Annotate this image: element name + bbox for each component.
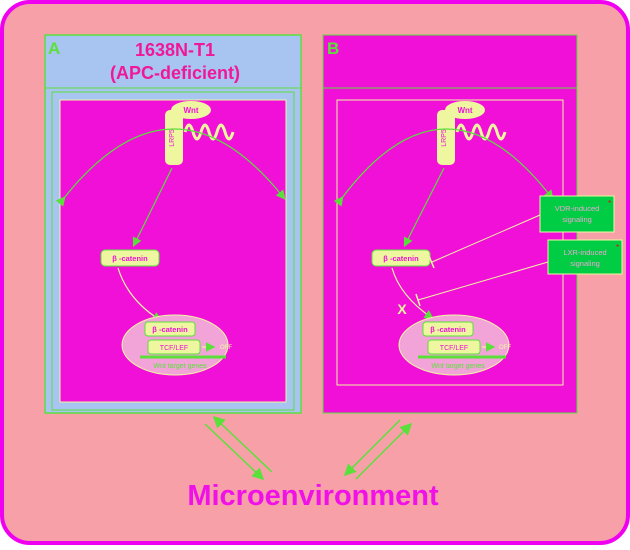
lxr-star: * <box>616 243 619 252</box>
panel-a: A 1638N-T1 (APC-deficient) LRP5 Wnt β -c… <box>44 34 302 414</box>
panel-a-signal-arrow <box>132 167 173 248</box>
panel-a-lrp5-receptor <box>165 110 183 165</box>
panel-b-lxr-inhibition-bar <box>415 293 421 307</box>
microenvironment-label: Microenvironment <box>187 480 439 512</box>
left-arrow-up <box>212 415 273 473</box>
panel-b-vdr-inhibition-bar <box>428 255 435 269</box>
lxr-label-line2: signaling <box>570 259 600 268</box>
panel-a-title-line1: 1638N-T1 <box>135 40 215 60</box>
panel-a-inner-border <box>51 91 295 411</box>
vdr-label-line2: signaling <box>562 215 592 224</box>
panel-a-tcf-lef-label: TCF/LEF <box>160 345 188 352</box>
panel-b-wnt-ligand <box>445 101 485 119</box>
panel-b-translocation-arrow <box>391 267 434 320</box>
panel-b-lxr-inhibition-line <box>417 261 549 301</box>
panel-b-frizzled-coil <box>455 123 507 141</box>
vdr-star: * <box>608 199 611 208</box>
microenvironment-arrows <box>204 415 413 481</box>
panel-a-off-label: OFF <box>220 345 232 351</box>
panel-a-wnt-ligand <box>171 101 211 119</box>
panel-b-lrp5-label: LRP5 <box>441 129 448 147</box>
panel-a-membrane-arc <box>55 128 286 207</box>
panel-b-target-genes-label: Wnt target genes <box>431 363 485 370</box>
panel-b-off-label: OFF <box>499 345 511 351</box>
panel-b-tcf-lef <box>427 339 481 355</box>
panel-b-membrane-arc <box>333 128 554 207</box>
panel-a-title-line2: (APC-deficient) <box>110 63 240 83</box>
panel-b-letter: B <box>327 39 339 58</box>
panel-a-nuclear-beta-catenin <box>144 321 196 337</box>
panel-a-nuclear-beta-catenin-label: β -catenin <box>152 325 188 334</box>
vdr-signaling-box <box>539 195 615 233</box>
panel-a-tcf-lef <box>147 339 201 355</box>
lxr-label-line1: LXR-induced <box>563 248 606 257</box>
left-arrow-down <box>204 423 265 481</box>
panel-b-nuclear-beta-catenin <box>422 321 474 337</box>
panel-a-beta-catenin <box>100 249 160 267</box>
panel-b-block-cross: X <box>397 301 407 317</box>
panel-b-tcf-lef-label: TCF/LEF <box>440 345 468 352</box>
panel-b-vdr-inhibition-line <box>431 214 541 263</box>
panel-a-beta-catenin-label: β -catenin <box>112 254 148 263</box>
panel-a-wnt-label: Wnt <box>183 106 198 115</box>
right-arrow-down <box>343 419 401 477</box>
lxr-signaling-box <box>547 239 623 275</box>
panel-b-signal-arrow <box>403 167 445 248</box>
panel-b-wnt-label: Wnt <box>457 106 472 115</box>
panel-b-lrp5-receptor <box>437 110 455 165</box>
panel-a-lrp5-label: LRP5 <box>169 129 176 147</box>
panel-b-beta-catenin-label: β -catenin <box>383 254 419 263</box>
panel-b-nuclear-beta-catenin-label: β -catenin <box>430 325 466 334</box>
panel-a-letter: A <box>48 39 60 58</box>
panel-a-target-genes-label: Wnt target genes <box>153 363 207 370</box>
panel-a-translocation-arrow <box>117 267 163 322</box>
panel-b: B LRP5 Wnt β -catenin X β -catenin TCF/L… <box>322 34 623 414</box>
vdr-label-line1: VDR-induced <box>555 204 600 213</box>
panel-a-frizzled-coil <box>183 123 235 141</box>
right-arrow-up <box>355 422 413 480</box>
